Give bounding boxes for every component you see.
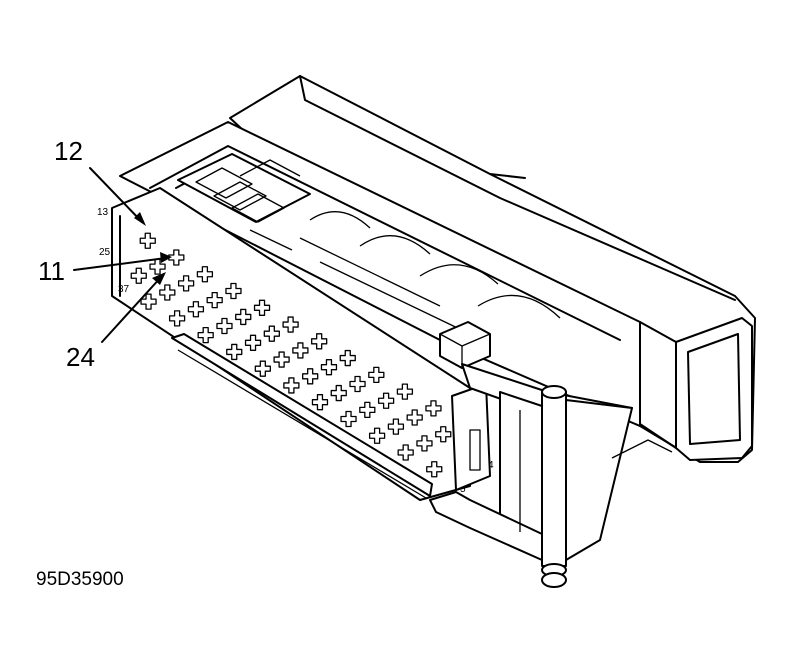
pin-label-37: 37	[118, 284, 130, 295]
terminal-cavity	[282, 316, 299, 333]
leader-24	[101, 275, 163, 343]
callout-12: 12	[54, 136, 83, 166]
callout-24: 24	[66, 342, 95, 372]
terminal-cavity	[244, 334, 262, 351]
front-face	[111, 187, 471, 501]
terminal-cavity	[425, 400, 442, 417]
locking-lever	[429, 363, 673, 588]
terminal-cavity	[435, 426, 452, 443]
terminal-cavity	[130, 267, 147, 284]
pin-label-25: 25	[99, 247, 111, 258]
arrowhead-12	[134, 212, 146, 226]
terminal-cavity	[396, 383, 414, 400]
terminal-cavity	[168, 310, 186, 327]
terminal-cavity	[206, 292, 223, 309]
terminal-cavity	[235, 308, 252, 326]
terminal-cavity	[339, 349, 356, 367]
terminal-cavity	[368, 366, 385, 383]
terminal-cavity	[340, 410, 357, 428]
terminal-cavity	[168, 249, 185, 266]
terminal-cavity	[253, 299, 271, 316]
terminal-cavity	[226, 343, 243, 361]
terminal-cavity-grid	[130, 232, 452, 478]
terminal-cavity	[320, 359, 338, 376]
terminal-cavity	[177, 275, 195, 292]
terminal-cavity	[426, 461, 443, 478]
terminal-cavity	[349, 375, 366, 393]
leader-12	[89, 167, 143, 223]
pin-label-4: 4	[488, 460, 494, 471]
terminal-cavity	[359, 401, 376, 418]
terminal-cavity	[263, 325, 280, 342]
terminal-cavity	[283, 377, 300, 394]
callout-leaders	[73, 167, 172, 343]
terminal-cavity	[387, 418, 405, 435]
terminal-cavity	[273, 351, 290, 368]
terminal-cavity	[377, 392, 395, 409]
terminal-cavity	[330, 384, 347, 402]
terminal-cavity	[197, 327, 214, 344]
terminal-cavity	[149, 258, 166, 275]
terminal-cavity	[368, 427, 386, 444]
pin-label-5: 5	[460, 484, 466, 495]
pin-label-13: 13	[97, 207, 109, 218]
arrowhead-24	[152, 272, 166, 285]
figure-reference: 95D35900	[36, 569, 124, 590]
terminal-cavity	[196, 266, 214, 283]
callout-11: 11	[38, 256, 65, 286]
terminal-cavity	[311, 333, 328, 350]
terminal-cavity	[292, 342, 309, 359]
terminal-cavity	[139, 232, 156, 249]
terminal-cavity	[302, 368, 319, 385]
terminal-cavity	[406, 409, 423, 426]
bottom-rail	[171, 333, 433, 499]
top-latch	[177, 153, 311, 223]
terminal-cavity	[311, 394, 329, 411]
terminal-cavity	[416, 435, 433, 452]
cylindrical-cavities	[249, 211, 561, 335]
terminal-cavity	[159, 284, 176, 301]
leader-11	[73, 257, 167, 271]
terminal-cavity	[187, 301, 205, 318]
terminal-cavity	[397, 444, 414, 461]
terminal-cavity	[254, 360, 271, 377]
terminal-cavity	[225, 282, 242, 300]
arrowhead-11	[160, 252, 172, 263]
side-module	[451, 383, 491, 491]
terminal-cavity	[216, 317, 233, 335]
